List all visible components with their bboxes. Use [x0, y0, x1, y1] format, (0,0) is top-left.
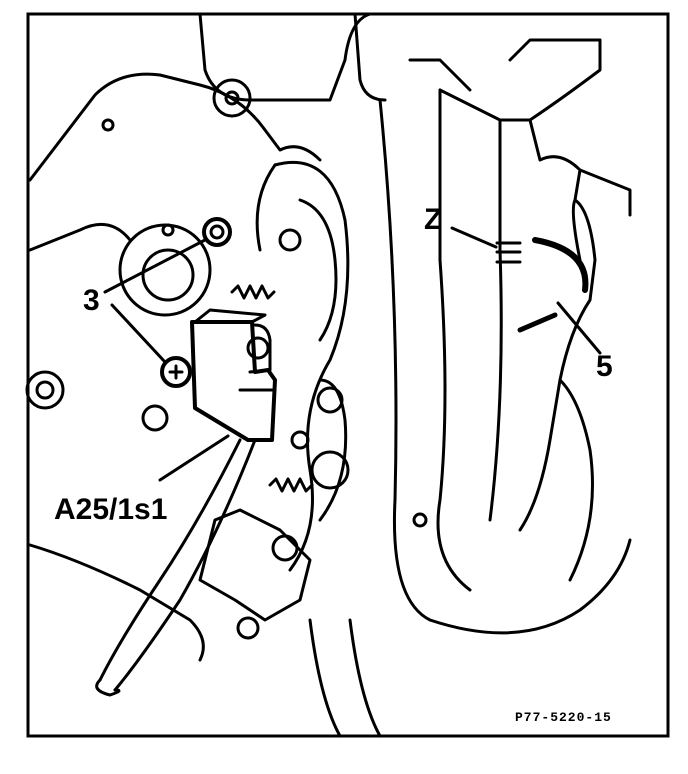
leader-3-lower [110, 303, 167, 364]
label-item-5: 5 [596, 350, 613, 383]
seal-ring [532, 237, 589, 293]
cable [98, 438, 242, 682]
label-switch: A25/1s1 [54, 493, 168, 526]
actuator [198, 508, 312, 622]
upper-housing [198, 12, 372, 102]
mounting-hole [212, 78, 252, 118]
spring-upper [230, 284, 276, 300]
latch-ring [273, 160, 350, 572]
leader-z [450, 226, 498, 249]
bore [118, 223, 212, 317]
label-screws: 3 [83, 284, 100, 317]
label-marking-z: Z [424, 203, 443, 236]
leader-5 [556, 301, 602, 355]
handle-bracket [378, 98, 632, 635]
lock-plate [28, 72, 322, 182]
reference-code: P77-5220-15 [515, 710, 612, 725]
image-border [26, 12, 670, 738]
leader-3-upper [103, 238, 207, 294]
screw-lower [160, 356, 192, 388]
spring-lower [268, 477, 314, 493]
screw-upper [202, 217, 232, 247]
leader-a25 [158, 434, 230, 482]
z-marking [495, 241, 522, 264]
